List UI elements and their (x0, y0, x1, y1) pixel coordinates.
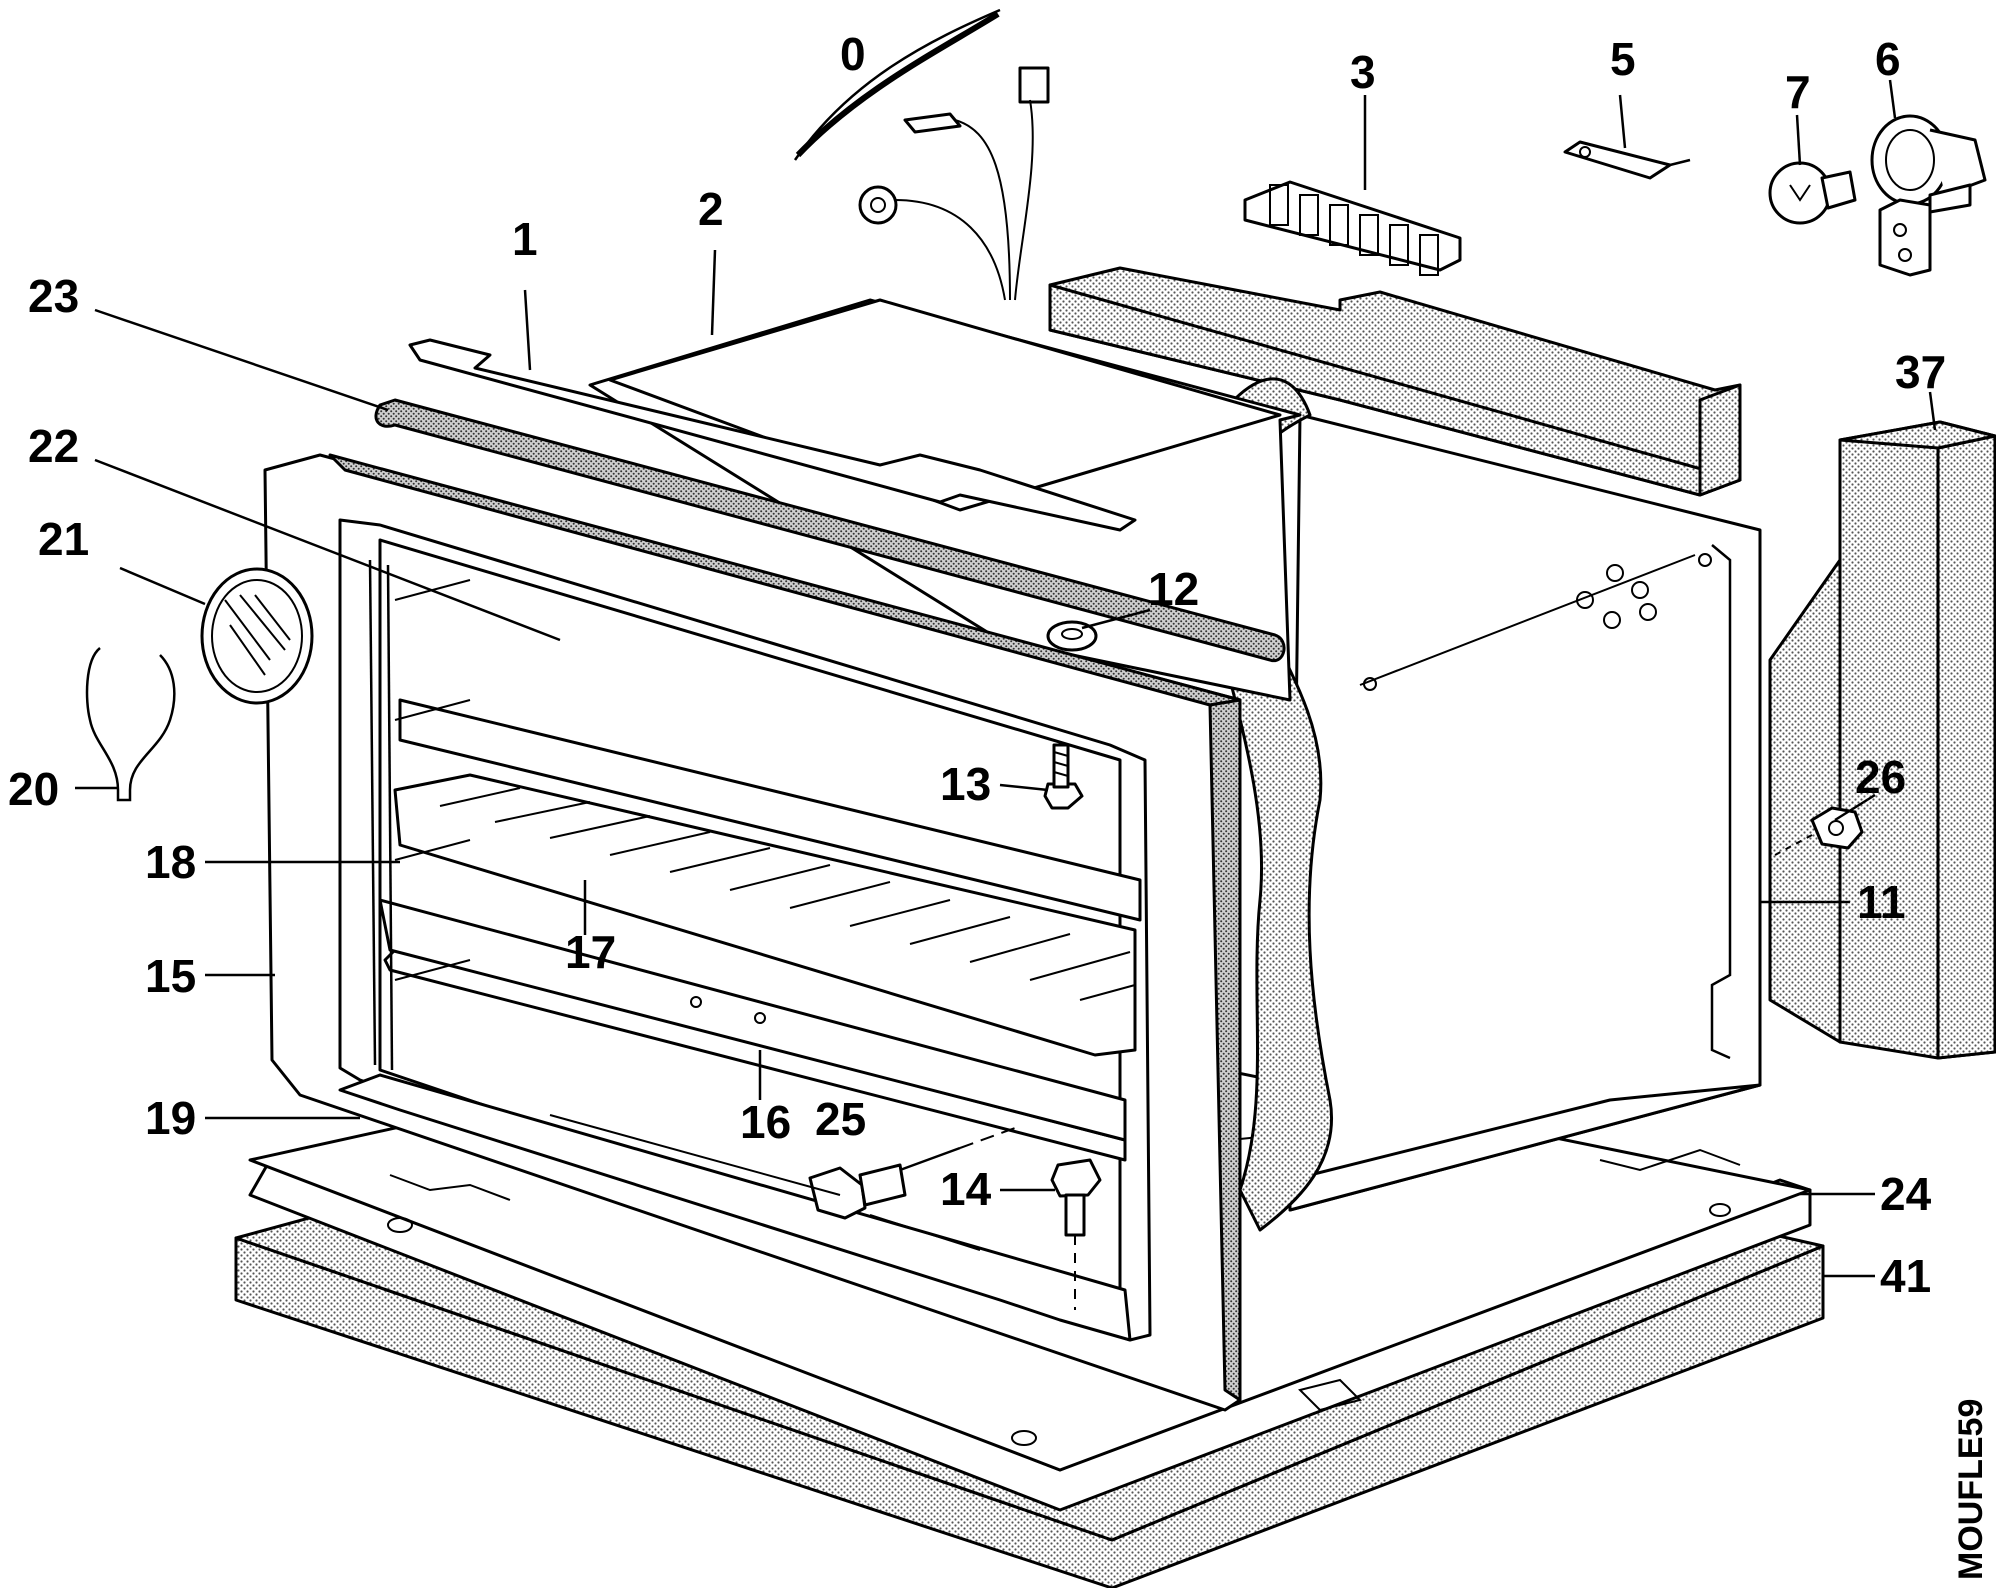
leader-2 (710, 249, 717, 336)
label-23: 23 (28, 270, 79, 322)
label-11: 11 (1857, 876, 1906, 928)
lamp-holder-part-6 (1870, 114, 1987, 277)
top-gasket-part-23 (374, 398, 1286, 663)
label-19: 19 (145, 1092, 196, 1144)
nut-part-26 (1774, 806, 1864, 856)
label-37: 37 (1895, 346, 1946, 398)
label-0: 0 (840, 28, 866, 80)
screw-part-14 (1050, 1158, 1102, 1310)
label-1: 1 (512, 213, 538, 265)
label-6: 6 (1875, 33, 1901, 85)
leader-13 (999, 783, 1049, 792)
glass-seal-part-20 (85, 647, 176, 802)
side-runner-part-18 (368, 559, 471, 1071)
label-20: 20 (8, 763, 59, 815)
leader-lines (75, 79, 1937, 1278)
upper-shelf (398, 698, 1142, 922)
drawing-code: MOUFLE59 (1952, 1399, 1990, 1580)
label-5: 5 (1610, 33, 1636, 85)
leader-1 (523, 289, 532, 371)
leader-26 (1834, 793, 1876, 822)
label-25: 25 (815, 1093, 866, 1145)
label-13: 13 (940, 758, 991, 810)
callout-labels: 0 1 2 3 5 6 7 11 12 13 14 15 16 17 18 19… (8, 28, 1946, 1302)
rear-insulation-block (1048, 266, 1742, 497)
leader-7 (1795, 114, 1802, 166)
label-3: 3 (1350, 46, 1376, 98)
bolt-part-25 (549, 1114, 1016, 1251)
leader-22 (94, 458, 561, 642)
shelf-tray-part-16 (378, 898, 1127, 1162)
side-insulation-part-37 (1768, 420, 1996, 1060)
label-2: 2 (698, 183, 724, 235)
leader-6 (1888, 79, 1897, 119)
wiring-harness-part-0 (793, 8, 1050, 301)
leader-23 (94, 308, 389, 412)
top-strip-part-1 (408, 338, 1137, 532)
label-26: 26 (1855, 751, 1906, 803)
label-22: 22 (28, 420, 79, 472)
leader-21 (119, 566, 206, 606)
label-14: 14 (940, 1163, 992, 1215)
clip-part-5 (1563, 140, 1691, 180)
terminal-block-part-3 (1243, 180, 1462, 276)
lamp-bulb-part-7 (1768, 161, 1857, 225)
label-21: 21 (38, 513, 89, 565)
leader-37 (1928, 391, 1937, 431)
label-17: 17 (565, 926, 616, 978)
label-24: 24 (1880, 1168, 1932, 1220)
label-16: 16 (740, 1096, 791, 1148)
label-7: 7 (1785, 66, 1811, 118)
wire-rack-part-17 (393, 773, 1137, 1057)
grommet-part-12 (1046, 620, 1098, 652)
leader-5 (1618, 94, 1627, 149)
label-18: 18 (145, 836, 196, 888)
label-12: 12 (1148, 563, 1199, 615)
leader-12 (1081, 608, 1151, 630)
stud-part-13 (1043, 743, 1084, 810)
cavity-floor-part-19 (338, 1073, 1132, 1342)
label-15: 15 (145, 950, 196, 1002)
label-41: 41 (1880, 1250, 1931, 1302)
lamp-glass-part-21 (200, 567, 314, 705)
